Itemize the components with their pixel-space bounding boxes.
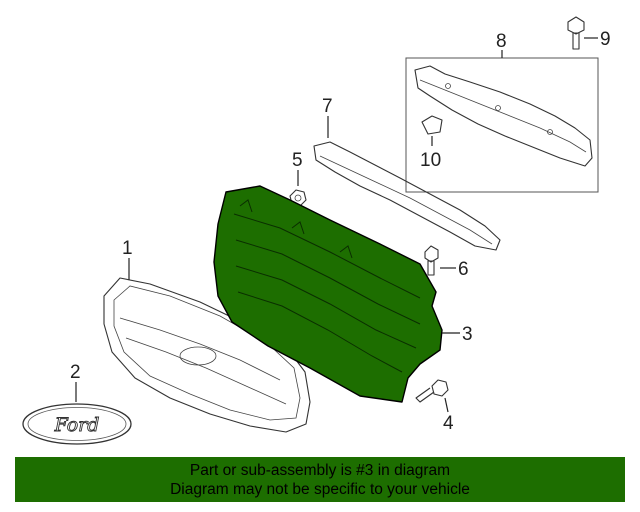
part-6-bolt [424,245,439,276]
part-2-emblem: Ford [22,403,132,445]
callout-1: 1 [122,238,133,259]
emblem-script: Ford [54,414,100,436]
callout-6: 6 [458,259,469,280]
banner-line-2: Diagram may not be specific to your vehi… [170,481,470,498]
banner-line-1: Part or sub-assembly is #3 in diagram [189,462,451,479]
leader-lines [75,37,598,413]
part-8-cover [405,57,599,193]
callout-10: 10 [420,150,441,171]
callout-7: 7 [322,96,333,117]
part-3-panel [213,185,443,403]
part-9-bolt [567,16,585,50]
part-10-clip [421,115,443,135]
callout-9: 9 [600,29,611,50]
callout-3: 3 [462,324,473,345]
callout-4: 4 [443,413,454,434]
parts-diagram: Ford 1 2 3 4 5 6 7 8 9 10 [22,16,611,445]
callout-2: 2 [70,362,81,383]
part-4-bolt [415,379,449,403]
callout-8: 8 [496,31,507,52]
callout-5: 5 [292,150,303,171]
part-7-deflector [313,141,501,251]
part-1-grille [103,277,311,433]
info-banner: Part or sub-assembly is #3 in diagram Di… [15,457,625,502]
